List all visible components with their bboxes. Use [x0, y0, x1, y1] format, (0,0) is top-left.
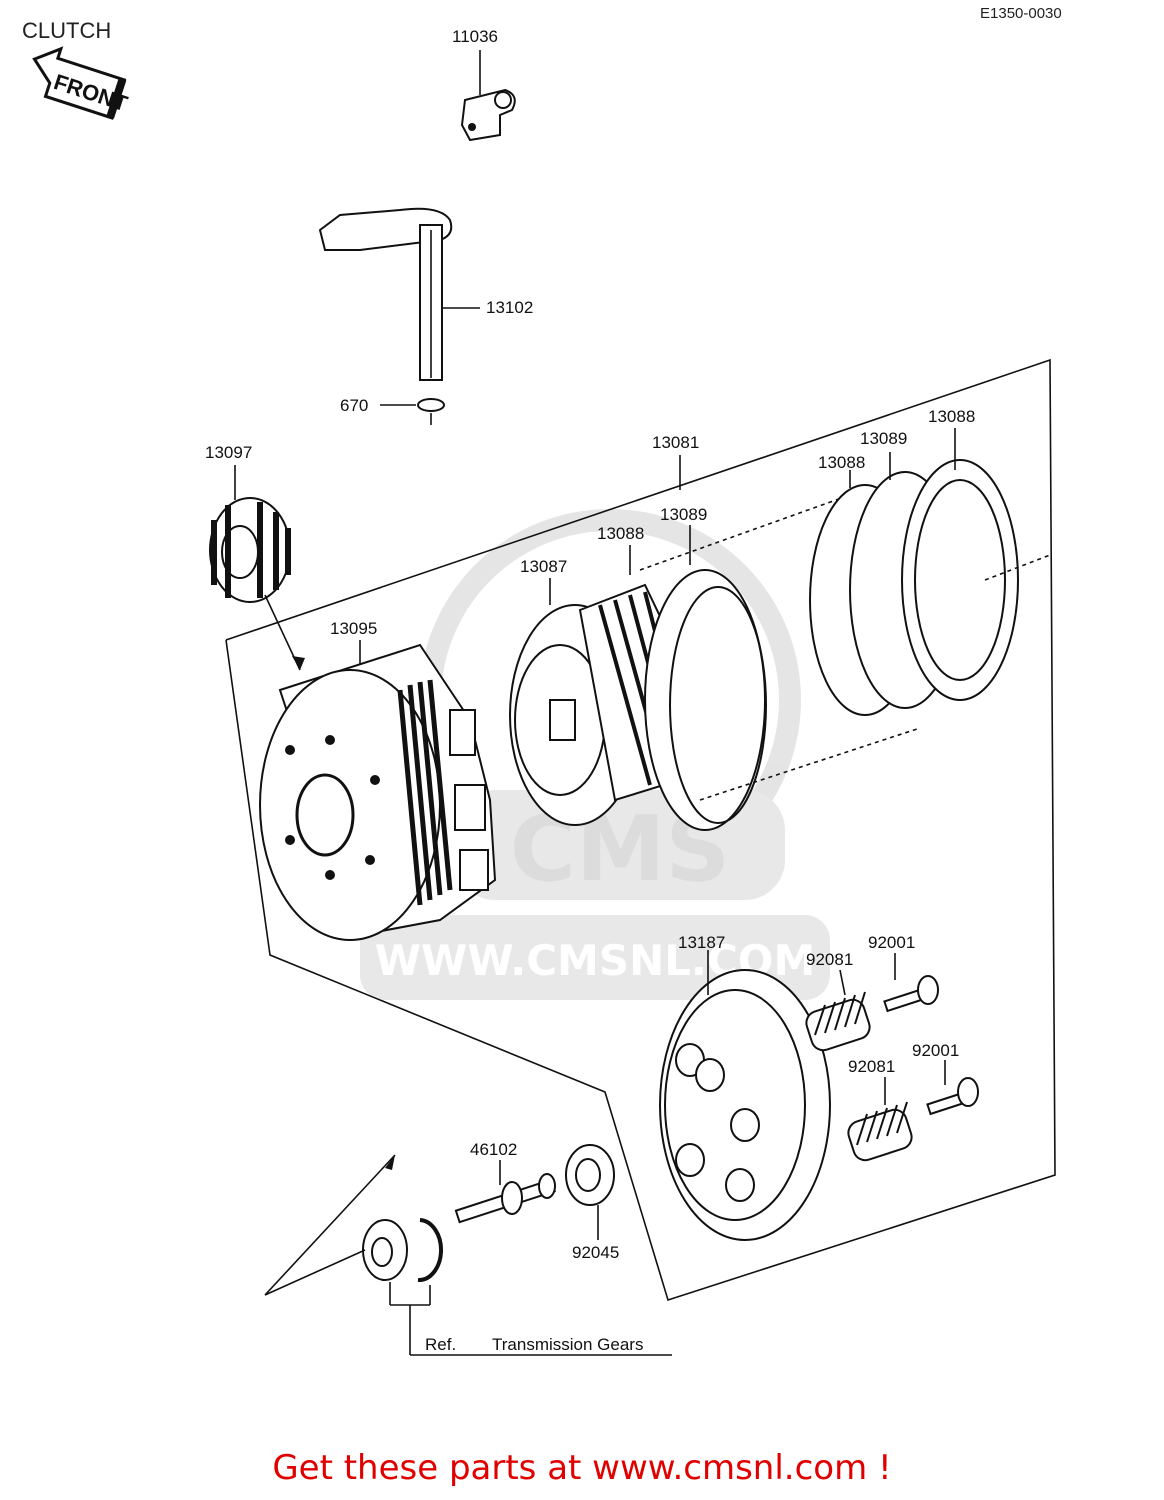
label-11036: 11036 — [452, 27, 498, 46]
drawing-code: E1350-0030 — [980, 5, 1062, 22]
label-13089-a: 13089 — [860, 429, 907, 448]
front-arrow-icon: FRONT — [32, 46, 131, 120]
label-13087: 13087 — [520, 557, 567, 576]
part-13097-gear — [209, 465, 305, 671]
label-46102: 46102 — [470, 1140, 517, 1159]
label-13081: 13081 — [652, 433, 699, 452]
label-92001-b: 92001 — [912, 1041, 959, 1060]
part-13102-lever-shaft — [318, 207, 480, 381]
part-92081-spring-upper — [805, 969, 871, 1052]
part-46102-push-rod — [454, 1160, 556, 1224]
part-92045-bearing — [565, 1144, 615, 1240]
label-92045: 92045 — [572, 1243, 619, 1262]
part-11036-bracket — [460, 50, 516, 142]
label-13187: 13187 — [678, 933, 725, 952]
ref-transmission-washers — [264, 1154, 672, 1356]
label-13088-c: 13088 — [928, 407, 975, 426]
label-13097: 13097 — [205, 443, 252, 462]
label-13095: 13095 — [330, 619, 377, 638]
label-670: 670 — [340, 396, 368, 415]
label-92081-a: 92081 — [806, 950, 853, 969]
part-92081-spring-lower — [847, 1077, 913, 1162]
label-13088-b: 13088 — [597, 524, 644, 543]
footer-link-text[interactable]: Get these parts at www.cmsnl.com ! — [272, 1448, 892, 1488]
assembly-box — [225, 358, 1056, 1302]
label-13102: 13102 — [486, 298, 533, 317]
label-92001-a: 92001 — [868, 933, 915, 952]
part-92001-bolt-lower — [926, 1060, 979, 1116]
label-92081-b: 92081 — [848, 1057, 895, 1076]
label-13089-b: 13089 — [660, 505, 707, 524]
ref-note-prefix: Ref. — [425, 1335, 456, 1354]
label-13088-a: 13088 — [818, 453, 865, 472]
part-92001-bolt-upper — [883, 953, 939, 1013]
part-13088-13089-plates-rear — [809, 428, 1051, 716]
ref-note-text: Transmission Gears — [492, 1335, 643, 1354]
part-670-o-ring — [380, 398, 445, 425]
diagram-title: CLUTCH — [22, 18, 111, 43]
part-13088-13089-plates-front — [629, 494, 921, 831]
part-13095-clutch-housing — [259, 640, 497, 941]
part-13187-pressure-plate — [659, 950, 831, 1241]
